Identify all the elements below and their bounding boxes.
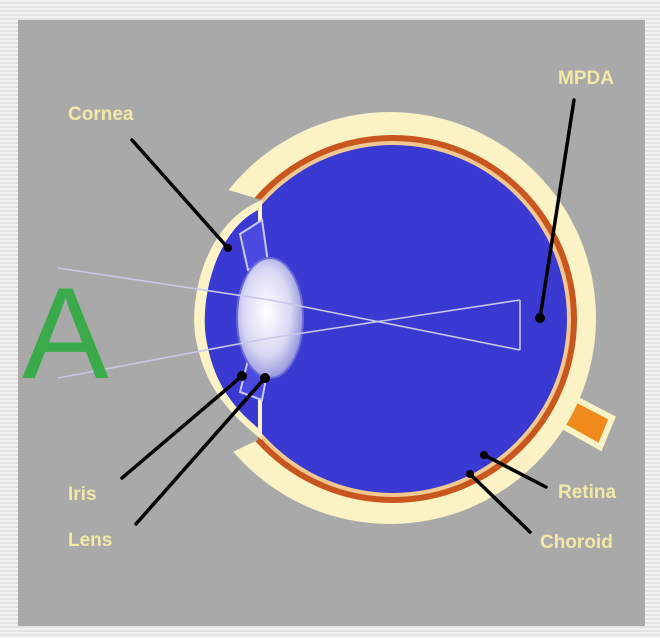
retina-pointer-dot xyxy=(480,451,488,459)
iris-label: Iris xyxy=(68,484,97,505)
iris-pointer-dot xyxy=(237,371,247,381)
lens-label: Lens xyxy=(68,530,112,551)
cornea-pointer-dot xyxy=(224,244,232,252)
mpda-pointer-dot xyxy=(535,313,545,323)
object-letter: A xyxy=(22,260,109,406)
retina-label: Retina xyxy=(558,482,617,503)
lens-pointer-dot xyxy=(260,373,270,383)
mpda-label: MPDA xyxy=(558,68,614,89)
choroid-pointer-dot xyxy=(466,470,474,478)
choroid-label: Choroid xyxy=(540,532,613,553)
lens xyxy=(237,258,303,378)
cornea-label: Cornea xyxy=(68,104,134,125)
